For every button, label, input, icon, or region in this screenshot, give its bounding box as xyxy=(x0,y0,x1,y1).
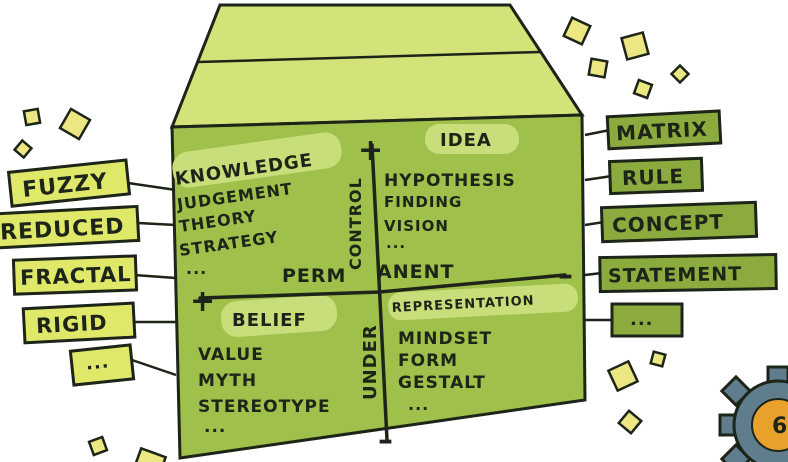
axes xyxy=(198,143,567,442)
deco-square xyxy=(669,63,691,85)
axis-label-under: UNDER xyxy=(360,324,381,400)
quadrant-item: HYPOTHESIS xyxy=(384,171,516,191)
quadrant-item: MINDSET xyxy=(398,329,492,349)
title-highlights xyxy=(172,124,578,337)
deco-square xyxy=(587,57,609,79)
axis-label-anent: ANENT xyxy=(377,261,454,283)
quadrant-item: FINDING xyxy=(384,193,462,211)
deco-square xyxy=(58,107,92,141)
quadrant-item: ... xyxy=(408,395,429,414)
gear-label: 6 xyxy=(772,414,788,439)
deco-square xyxy=(649,350,667,368)
deco-square xyxy=(606,359,640,393)
tag-rule: RULE xyxy=(607,156,705,196)
tag-rigid: RIGID xyxy=(21,301,137,345)
horizontal-axis xyxy=(198,273,567,300)
minus-right: – xyxy=(558,258,574,293)
right-tags: MATRIX RULE CONCEPT STATEMENT ... xyxy=(598,109,778,338)
tag-fuzzy: FUZZY xyxy=(6,158,132,208)
tag-label: MATRIX xyxy=(615,117,708,146)
plus-top: + xyxy=(358,133,384,168)
quadrant-representation: REPRESENTATION MINDSET FORM GESTALT ... xyxy=(391,294,535,414)
quadrant-item: MYTH xyxy=(198,371,257,391)
quadrant-title: IDEA xyxy=(440,130,492,151)
tag-label: ... xyxy=(85,351,111,374)
tag-label: CONCEPT xyxy=(612,209,725,237)
quadrant-item: VISION xyxy=(384,217,449,235)
decorative-squares xyxy=(12,16,691,462)
left-tags: FUZZY REDUCED FRACTAL RIGID ... xyxy=(0,158,141,387)
quadrant-item: STEREOTYPE xyxy=(198,397,331,417)
quadrant-title: REPRESENTATION xyxy=(391,294,535,316)
quadrant-item: FORM xyxy=(398,351,458,371)
quadrant-belief: BELIEF VALUE MYTH STEREOTYPE ... xyxy=(198,310,331,437)
deco-square xyxy=(12,138,34,160)
tag-statement: STATEMENT xyxy=(598,252,778,294)
quadrant-item: ... xyxy=(386,234,406,252)
deco-square xyxy=(632,78,654,100)
vertical-axis xyxy=(370,143,389,442)
plus-left: + xyxy=(190,284,216,319)
tag-label: ... xyxy=(630,309,654,330)
deco-square xyxy=(616,408,644,436)
tag-more-right: ... xyxy=(610,302,684,338)
tag-fractal: FRACTAL xyxy=(11,254,139,296)
deco-square xyxy=(22,107,42,127)
axis-label-perm: PERM xyxy=(282,265,346,287)
deco-square xyxy=(562,16,592,46)
tag-label: RULE xyxy=(622,164,685,190)
tag-concept: CONCEPT xyxy=(599,200,759,244)
tag-label: RIGID xyxy=(36,310,109,338)
box-lid xyxy=(169,3,585,129)
quadrant-item: ... xyxy=(204,417,226,437)
deco-square xyxy=(87,435,109,457)
tag-reduced: REDUCED xyxy=(0,204,141,250)
deco-square xyxy=(130,446,168,462)
tag-more-left: ... xyxy=(68,343,136,387)
deco-square xyxy=(619,30,651,62)
left-connectors xyxy=(127,181,178,377)
quadrant-idea: IDEA HYPOTHESIS FINDING VISION ... xyxy=(384,130,516,252)
quadrant-item: GESTALT xyxy=(398,373,486,393)
axis-label-control: CONTROL xyxy=(346,177,365,270)
quadrant-item: VALUE xyxy=(198,345,264,365)
tag-matrix: MATRIX xyxy=(605,109,723,151)
tag-label: FRACTAL xyxy=(20,262,132,290)
tag-label: STATEMENT xyxy=(608,263,742,287)
minus-bottom: – xyxy=(378,423,394,458)
gear-icon: 6 xyxy=(718,365,788,462)
quadrant-title: BELIEF xyxy=(232,310,307,331)
quadrant-item: ... xyxy=(186,259,207,278)
